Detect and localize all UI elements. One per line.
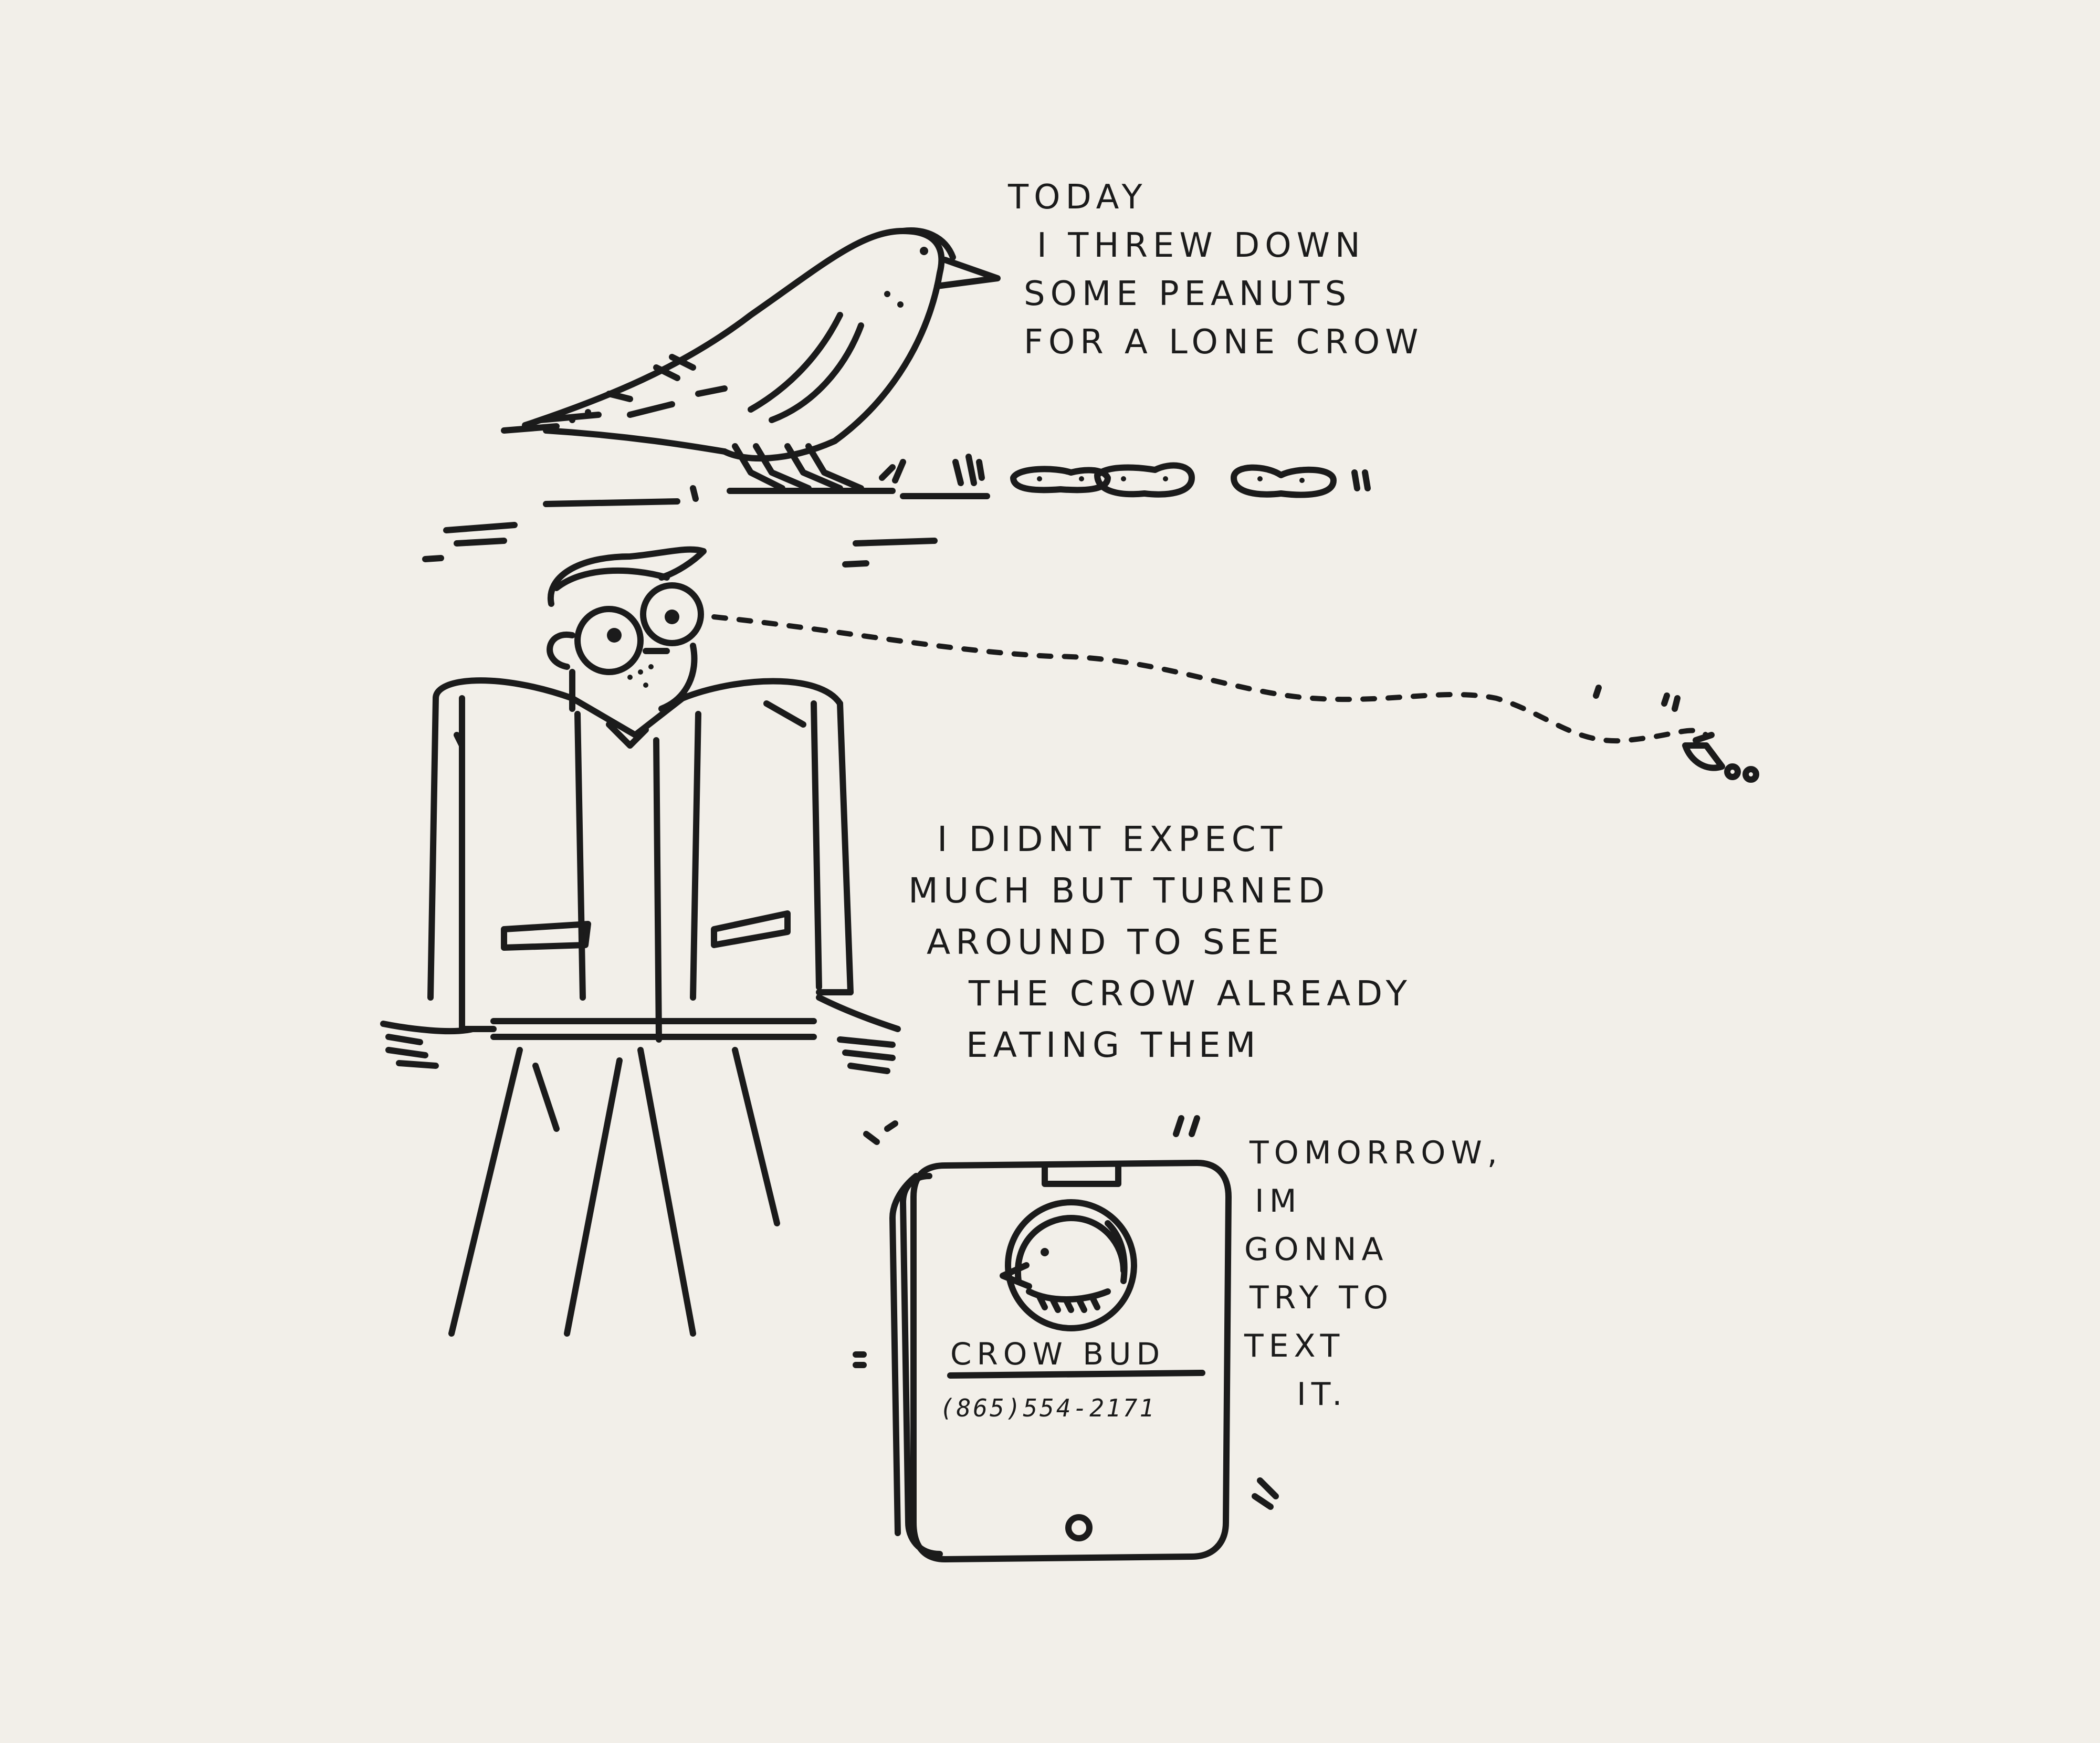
caption-top-line-1: TODAY (1008, 178, 1148, 217)
caption-middle: I DIDNT EXPECT MUCH BUT TURNED AROUND TO… (908, 814, 1412, 1071)
caption-top-line-4: FOR A LONE CROW (1024, 323, 1424, 362)
caption-bottom-line-1: TOMORROW, (1250, 1135, 1503, 1171)
caption-bottom-line-3: GONNA (1244, 1231, 1389, 1268)
distant-crow (1593, 685, 1759, 783)
phone-contact-name: CROW BUD (950, 1336, 1166, 1372)
ground-lines (422, 454, 1371, 568)
caption-middle-line-4: THE CROW ALREADY (969, 973, 1412, 1014)
caption-middle-line-5: EATING THEM (966, 1025, 1261, 1065)
caption-bottom-line-6: IT. (1297, 1376, 1348, 1413)
phone-contact-number: (865)554-2171 (940, 1394, 1157, 1422)
phone-illustration (853, 1115, 1279, 1562)
caption-top: TODAY I THREW DOWN SOME PEANUTS FOR A LO… (1008, 173, 1423, 366)
caption-middle-line-3: AROUND TO SEE (927, 922, 1284, 962)
crow-illustration (501, 227, 1001, 494)
man-illustration (380, 546, 901, 1337)
caption-bottom-line-5: TEXT (1244, 1328, 1345, 1364)
flight-path (711, 614, 1709, 744)
peanut-icons (1010, 462, 1337, 498)
crow-avatar-icon (1000, 1199, 1137, 1331)
caption-top-line-2: I THREW DOWN (1037, 226, 1366, 265)
caption-top-line-3: SOME PEANUTS (1024, 275, 1352, 313)
caption-middle-line-1: I DIDNT EXPECT (937, 819, 1288, 859)
caption-bottom: TOMORROW, IM GONNA TRY TO TEXT IT. (1244, 1129, 1503, 1419)
caption-bottom-line-2: IM (1255, 1183, 1302, 1220)
caption-middle-line-2: MUCH BUT TURNED (908, 870, 1330, 911)
caption-bottom-line-4: TRY TO (1250, 1279, 1394, 1316)
